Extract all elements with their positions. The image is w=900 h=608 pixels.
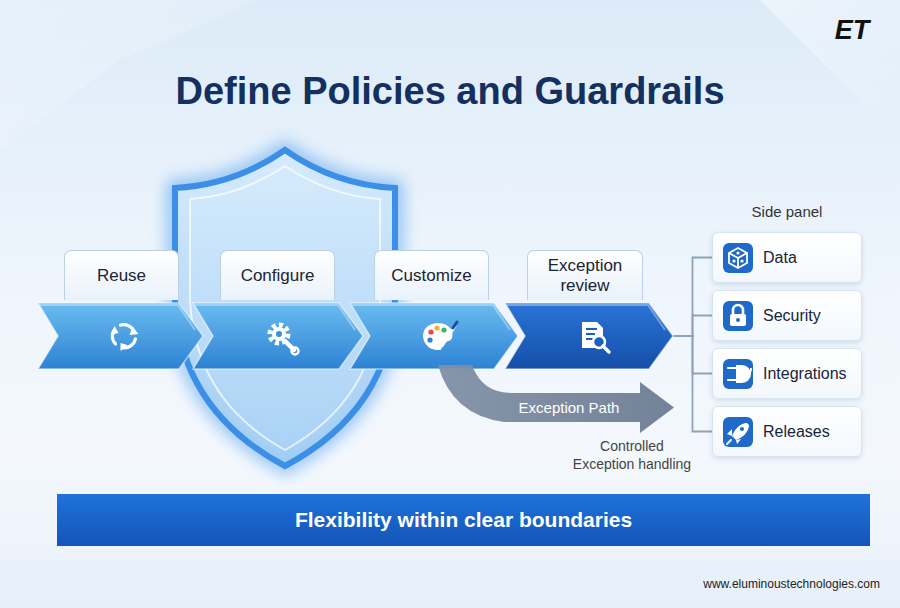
shape-part <box>732 423 749 440</box>
stage-tab: Exception review <box>527 250 643 300</box>
process-chevron: Configure <box>193 248 363 370</box>
card-label-holder: Data <box>763 233 859 282</box>
chevron-body <box>350 303 518 369</box>
icon-tile <box>723 243 753 273</box>
card-label-holder: Integrations <box>763 349 859 398</box>
card-icon <box>723 359 753 389</box>
node-label: Security <box>763 307 821 325</box>
diagram-title: Define Policies and Guardrails <box>0 70 900 113</box>
shape-part <box>736 318 740 322</box>
shape-part <box>111 326 139 351</box>
stage-tab: Configure <box>220 250 335 300</box>
icon-glyph <box>727 423 749 444</box>
shape-part <box>272 327 286 341</box>
node-label: Integrations <box>763 365 847 383</box>
panel-heading: Side panel <box>712 203 862 222</box>
exception-arrow-body <box>438 365 674 433</box>
shape-part <box>441 327 446 332</box>
brand-logo: ET <box>824 14 880 48</box>
shape-part <box>427 337 432 342</box>
footer-strip <box>0 560 900 608</box>
shape-part <box>292 348 299 355</box>
note-text: Controlled Exception handling <box>570 438 694 473</box>
connector-line <box>673 258 712 337</box>
node-label: Exception review <box>532 256 638 296</box>
node-label: Exception Path <box>519 399 620 416</box>
node-label: Releases <box>763 423 830 441</box>
process-chevron: Exception review <box>505 248 673 370</box>
shape-part <box>740 427 744 431</box>
summary-band: Flexibility within clear boundaries <box>57 494 870 546</box>
stage-tab: Reuse <box>64 250 179 300</box>
shape-part <box>727 429 741 444</box>
node-label: Reuse <box>97 266 146 286</box>
process-chevron: Customize <box>350 248 518 370</box>
shape-part <box>453 322 457 328</box>
panel-card: Security <box>712 290 862 341</box>
stage-icon <box>582 322 609 352</box>
panel-card: Integrations <box>712 348 862 399</box>
chevron-body <box>505 303 673 369</box>
shape-part <box>730 314 746 326</box>
chevron-highlight <box>40 305 195 330</box>
shape-part <box>428 329 433 334</box>
shape-part <box>729 253 747 268</box>
icon-glyph <box>729 248 747 268</box>
shape-part <box>740 259 743 262</box>
exception-arrow: Exception Path <box>438 365 674 435</box>
stage-icon <box>111 325 139 351</box>
card-label-holder: Releases <box>763 407 859 456</box>
website-url: www.eluminoustechnologies.com <box>640 577 880 592</box>
shape-part <box>729 248 747 268</box>
icon-tile <box>723 417 753 447</box>
node-label: Data <box>763 249 797 267</box>
panel-card: Releases <box>712 406 862 457</box>
icon-glyph <box>730 305 746 326</box>
icon-glyph <box>728 365 751 383</box>
card-label-holder: Security <box>763 291 859 340</box>
card-icon <box>723 417 753 447</box>
chevron-body <box>38 303 203 369</box>
shape-part <box>728 368 736 380</box>
shape-part <box>121 343 128 351</box>
shape-part <box>736 251 739 254</box>
shape-part <box>747 368 751 374</box>
shape-part <box>130 327 139 335</box>
shape-part <box>736 365 751 383</box>
chevron-body <box>193 303 363 369</box>
shape-part <box>603 346 609 352</box>
icon-tile <box>723 359 753 389</box>
shape-part <box>733 305 743 314</box>
node-label: Configure <box>241 266 315 286</box>
shape-part <box>732 259 735 262</box>
card-icon <box>723 243 753 273</box>
node-label: Flexibility within clear boundaries <box>295 508 632 532</box>
panel-card: Data <box>712 232 862 283</box>
shield-inner-line <box>190 166 380 450</box>
card-icon <box>723 301 753 331</box>
shape-part <box>276 331 282 337</box>
arrow-label-holder: Exception Path <box>498 393 640 422</box>
node-label: Customize <box>391 266 471 286</box>
icon-tile <box>723 301 753 331</box>
shape-part <box>434 325 439 330</box>
stage-tab: Customize <box>374 250 489 300</box>
stage-icon <box>423 322 457 350</box>
shape-part <box>111 326 119 335</box>
connector-line <box>673 336 712 432</box>
shape-part <box>727 440 731 444</box>
connector-line <box>673 316 712 337</box>
stage-icon <box>270 325 299 355</box>
process-chevron: Reuse <box>38 248 203 370</box>
